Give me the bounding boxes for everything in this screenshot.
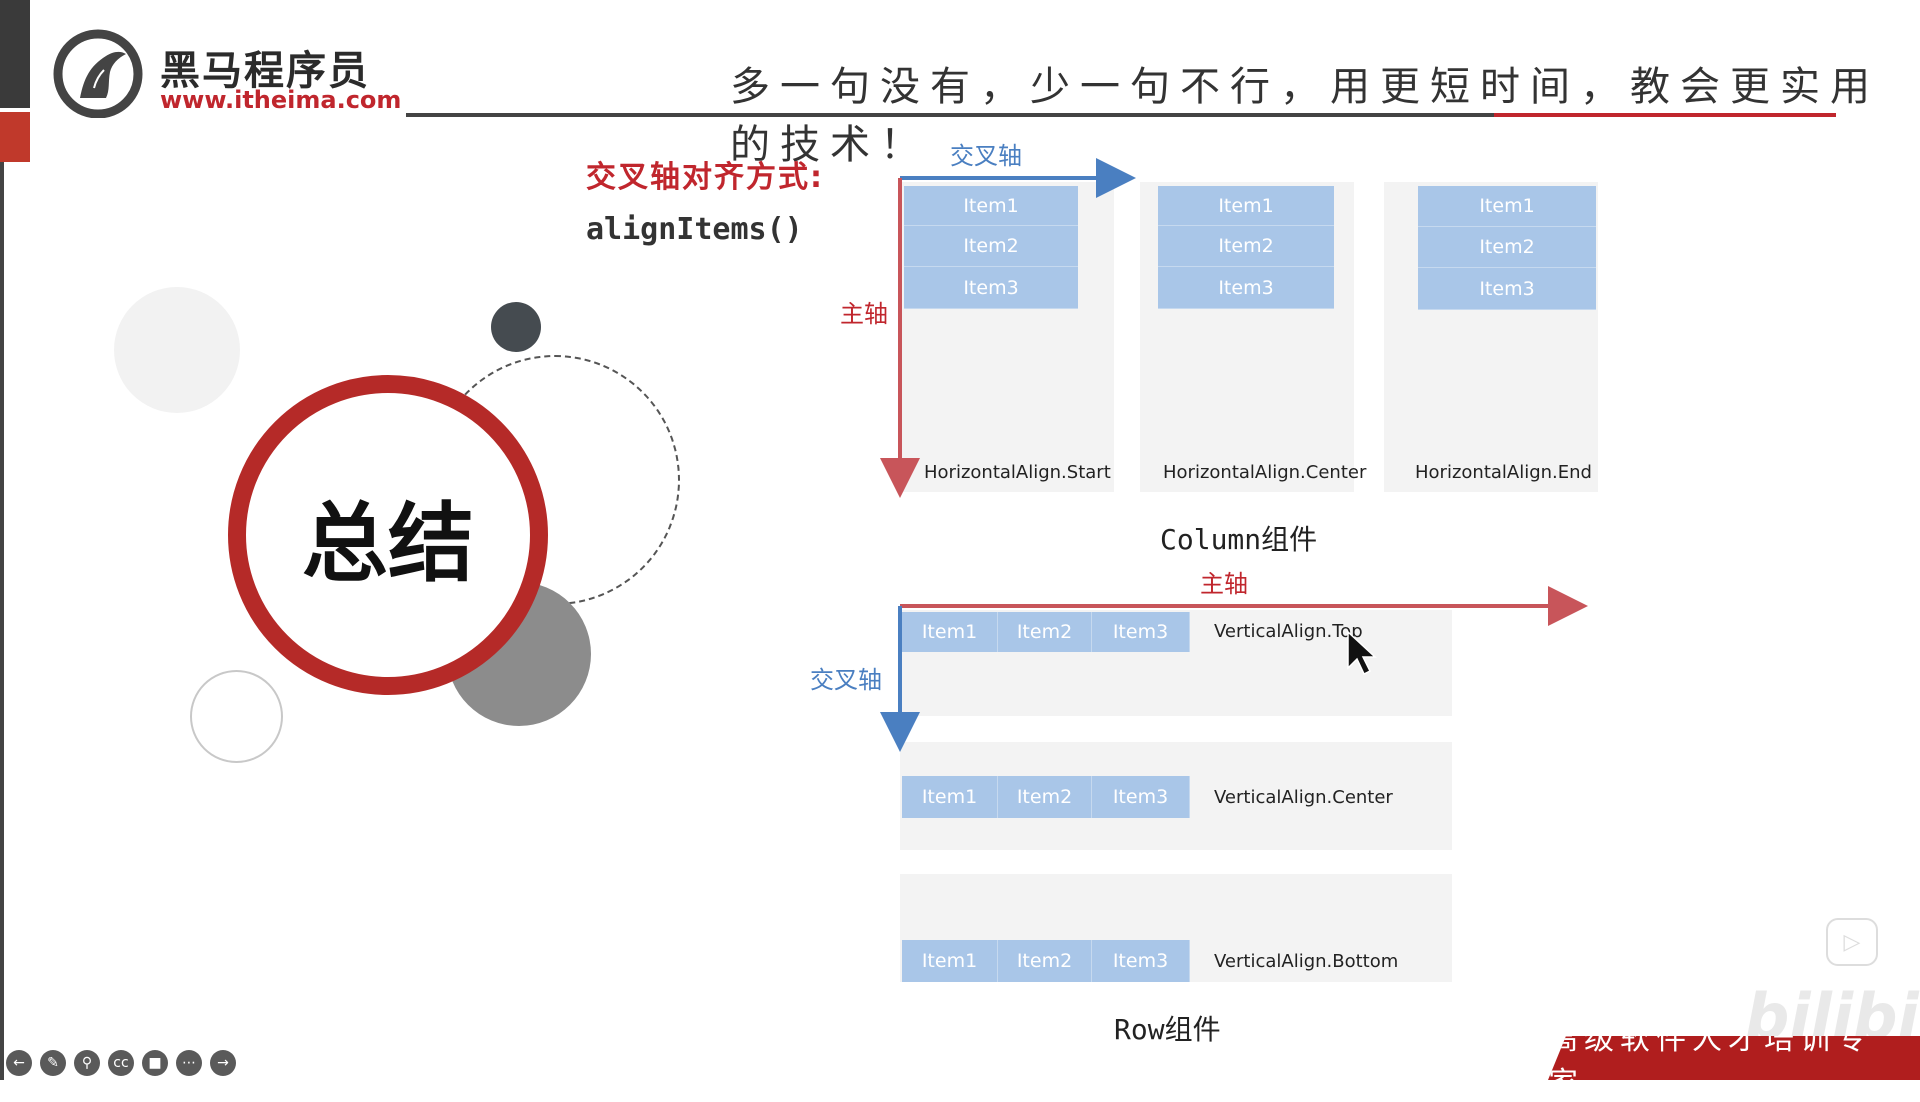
forward-icon[interactable]: →: [210, 1050, 236, 1076]
column-end-item1: Item1: [1418, 186, 1596, 227]
presentation-toolbar: ← ✎ ⚲ cc ■ ⋯ →: [6, 1050, 236, 1078]
method-name: alignItems(): [586, 212, 803, 247]
row-top-item2: Item2: [998, 612, 1092, 652]
row-bottom-item2: Item2: [998, 940, 1092, 982]
column-start-item3: Item3: [904, 267, 1078, 309]
column-cross-axis-label: 交叉轴: [950, 142, 1022, 170]
section-heading: 交叉轴对齐方式:: [586, 160, 824, 195]
back-icon[interactable]: ←: [6, 1050, 32, 1076]
column-start-item1: Item1: [904, 186, 1078, 226]
left-edge-bar: [0, 0, 30, 108]
play-icon[interactable]: ▷: [1826, 918, 1878, 966]
slogan: 多一句没有，少一句不行，用更短时间，教会更实用的技术！: [730, 64, 1880, 168]
row-center-item2: Item2: [998, 776, 1092, 818]
row-top-caption: VerticalAlign.Top: [1214, 621, 1363, 642]
summary-text: 总结: [302, 493, 474, 594]
captions-icon[interactable]: cc: [108, 1050, 134, 1076]
row-main-axis-label: 主轴: [1200, 570, 1248, 598]
left-edge-accent: [0, 112, 30, 162]
column-group-label: Column组件: [1160, 523, 1318, 556]
row-top-item1: Item1: [902, 612, 998, 652]
column-start-item2: Item2: [904, 226, 1078, 267]
column-center-item2: Item2: [1158, 226, 1334, 267]
column-end-item3: Item3: [1418, 268, 1596, 310]
left-edge-line: [0, 162, 4, 1080]
brand-url: www.itheima.com: [160, 86, 402, 114]
horse-logo-icon: [53, 29, 143, 118]
row-cross-axis-label: 交叉轴: [810, 666, 882, 694]
column-start-caption: HorizontalAlign.Start: [924, 462, 1111, 483]
column-end-caption: HorizontalAlign.End: [1415, 462, 1592, 483]
decor-circle-outline: [190, 670, 283, 763]
row-center-item3: Item3: [1092, 776, 1190, 818]
brand-title: 黑马程序员: [160, 48, 370, 94]
column-end-item2: Item2: [1418, 227, 1596, 268]
decor-circle-dark: [491, 302, 541, 352]
pen-icon[interactable]: ✎: [40, 1050, 66, 1076]
row-group-label: Row组件: [1114, 1013, 1221, 1046]
column-center-caption: HorizontalAlign.Center: [1163, 462, 1367, 483]
column-center-item3: Item3: [1158, 267, 1334, 309]
search-icon[interactable]: ⚲: [74, 1050, 100, 1076]
header-rule: [406, 113, 1494, 117]
row-bottom-item1: Item1: [902, 940, 998, 982]
mouse-cursor-icon: [1347, 630, 1377, 676]
more-icon[interactable]: ⋯: [176, 1050, 202, 1076]
header-rule-accent: [1494, 113, 1836, 117]
row-center-caption: VerticalAlign.Center: [1214, 787, 1393, 808]
column-main-axis-label: 主轴: [840, 300, 888, 328]
footer-banner: 高级软件人才培训专家: [1548, 1036, 1920, 1080]
decor-circle-light: [114, 287, 240, 413]
camera-icon[interactable]: ■: [142, 1050, 168, 1076]
column-center-item1: Item1: [1158, 186, 1334, 226]
row-center-item1: Item1: [902, 776, 998, 818]
row-top-item3: Item3: [1092, 612, 1190, 652]
row-bottom-item3: Item3: [1092, 940, 1190, 982]
row-bottom-caption: VerticalAlign.Bottom: [1214, 951, 1399, 972]
